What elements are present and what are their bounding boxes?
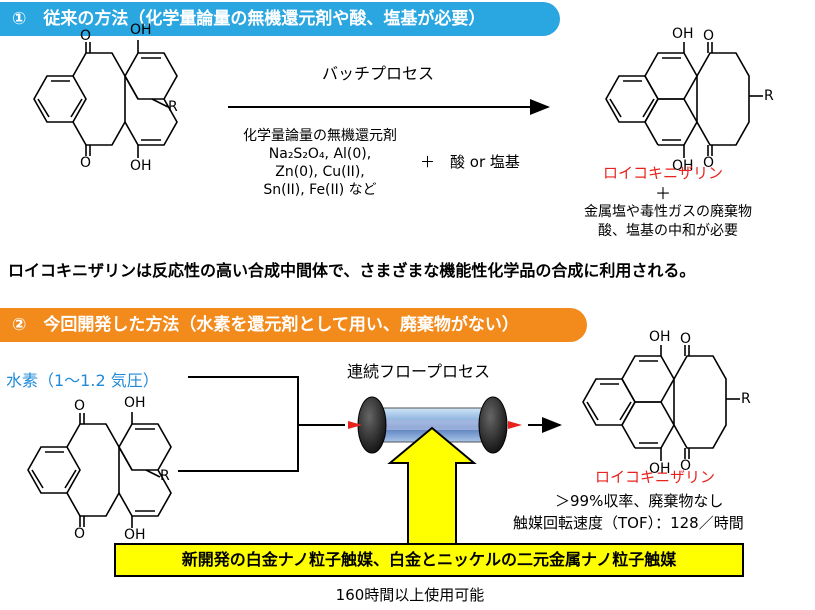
reagent-line: Zn(0), Cu(II), (275, 164, 365, 180)
atom-o: O (80, 155, 92, 171)
batch-process-label: バッチプロセス (322, 64, 435, 83)
atom-oh: OH (124, 527, 146, 543)
product-name: ロイコキニザリン (602, 164, 723, 182)
tof-result: 触媒回転速度（TOF）：128／時間 (513, 514, 744, 532)
atom-oh: OH (130, 158, 152, 174)
atom-r: R (168, 99, 178, 115)
waste-line: 金属塩や毒性ガスの廃棄物 (584, 204, 752, 220)
atom-oh: OH (124, 395, 146, 411)
waste-note: 金属塩や毒性ガスの廃棄物 酸、塩基の中和が必要 (568, 203, 768, 241)
reagent-list: 化学量論量の無機還元剤 Na₂S₂O₄, Al(0), Zn(0), Cu(II… (220, 127, 420, 199)
atom-o: O (680, 458, 692, 474)
section2-banner: ② 今回開発した方法（水素を還元剤として用い、廃棄物がない） (0, 308, 587, 342)
quinizarin-structure-1 (33, 40, 178, 158)
quinizarin-structure-2 (27, 412, 172, 528)
plus-sign: ＋ (654, 184, 671, 203)
atom-o: O (703, 155, 715, 171)
reagent-line: Na₂S₂O₄, Al(0), (268, 146, 372, 162)
atom-o: O (680, 331, 692, 347)
atom-oh: OH (649, 329, 671, 345)
flow-lines (178, 376, 562, 472)
atom-o: O (80, 28, 92, 44)
yield-result: ＞99%収率、廃棄物なし (555, 492, 724, 510)
catalyst-arrow (387, 426, 477, 546)
atom-r: R (764, 88, 774, 104)
flow-process-label: 連続フロープロセス (347, 362, 491, 381)
atom-oh: OH (672, 158, 694, 174)
durability-note: 160時間以上使用可能 (335, 586, 485, 604)
hydrogen-label: 水素（1〜1.2 気圧） (6, 371, 159, 390)
reagent-heading: 化学量論量の無機還元剤 (243, 128, 397, 144)
catalyst-box: 新開発の白金ナノ粒子触媒、白金とニッケルの二元金属ナノ粒子触媒 (114, 543, 744, 577)
atom-oh: OH (672, 26, 694, 42)
atom-oh: OH (649, 461, 671, 477)
atom-r: R (160, 468, 170, 484)
waste-line: 酸、塩基の中和が必要 (598, 223, 738, 239)
atom-oh: OH (130, 22, 152, 38)
leucoquinizarin-structure-2 (582, 345, 740, 461)
acid-base-label: ＋ 酸 or 塩基 (420, 153, 520, 171)
leucoquinizarin-statement: ロイコキニザリンは反応性の高い合成中間体で、さまざまな機能性化学品の合成に利用さ… (8, 261, 696, 280)
atom-r: R (741, 391, 751, 407)
reagent-line: Sn(II), Fe(II) など (263, 182, 377, 198)
atom-o: O (74, 526, 86, 542)
section1-banner: ① 従来の方法（化学量論量の無機還元剤や酸、塩基が必要） (0, 2, 560, 36)
atom-o: O (703, 28, 715, 44)
atom-o: O (74, 398, 86, 414)
product-name: ロイコキニザリン (594, 468, 715, 486)
leucoquinizarin-structure-1 (605, 42, 763, 158)
